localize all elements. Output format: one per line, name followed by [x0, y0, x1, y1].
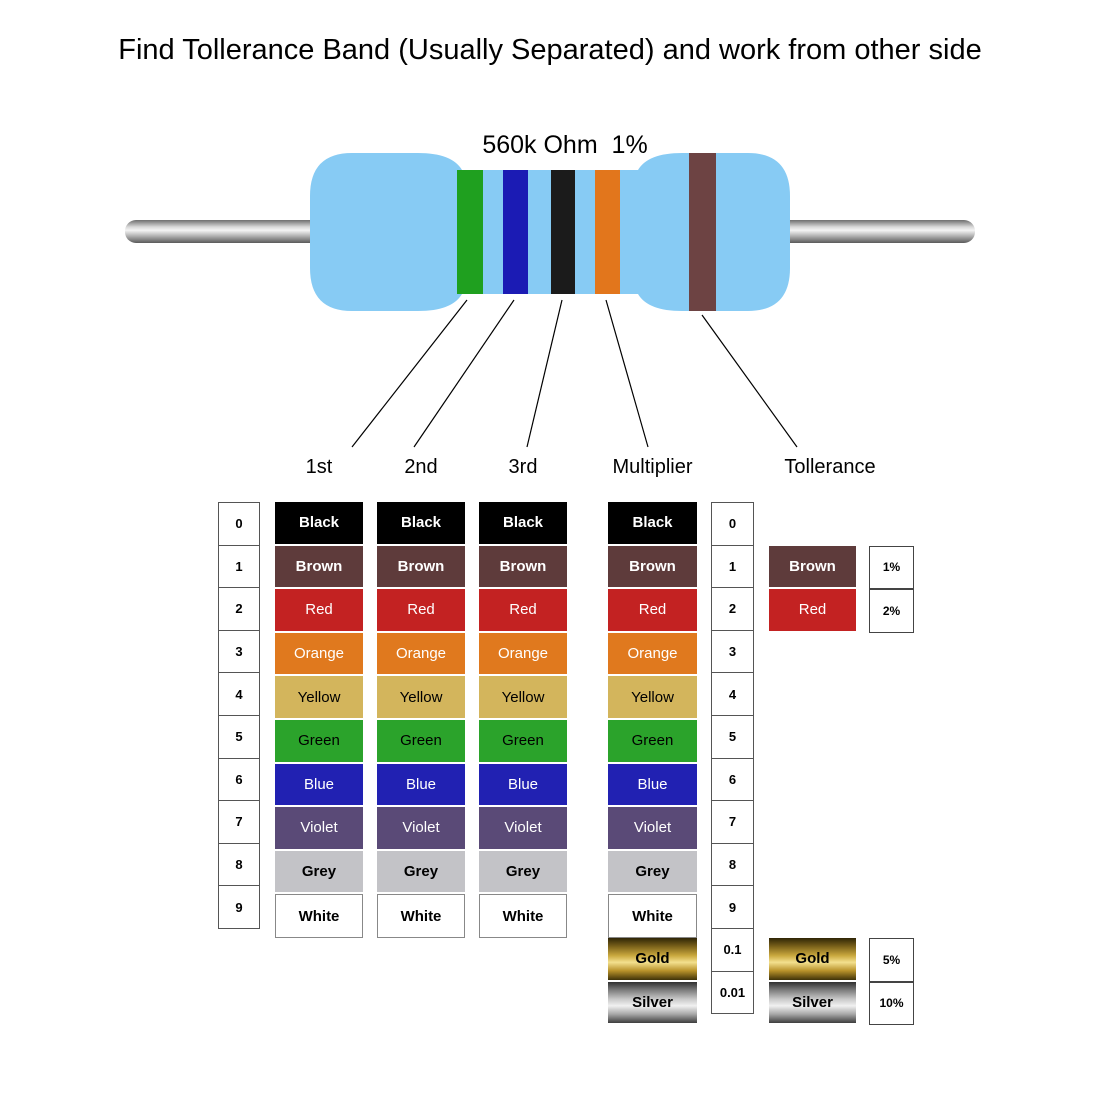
tolerance-percent: 10% [869, 982, 914, 1026]
color-cell-violet: Violet [275, 807, 363, 851]
digit-cell: 2 [218, 587, 260, 631]
color-cell-blue: Blue [377, 764, 465, 808]
color-cell-black: Black [377, 502, 465, 546]
column-3rd: BlackBrownRedOrangeYellowGreenBlueViolet… [479, 502, 567, 938]
color-cell-white: White [479, 894, 567, 938]
digit-cell: 7 [711, 800, 754, 844]
digit-cell: 3 [711, 630, 754, 674]
tolerance-percent: 1% [869, 546, 914, 590]
digit-cell: 3 [218, 630, 260, 674]
digit-cell: 6 [218, 758, 260, 802]
color-cell-blue: Blue [275, 764, 363, 808]
digit-column-left: 0123456789 [218, 502, 260, 929]
digit-cell: 5 [218, 715, 260, 759]
digit-cell: 0 [218, 502, 260, 546]
color-cell-violet: Violet [377, 807, 465, 851]
color-cell-orange: Orange [377, 633, 465, 677]
digit-cell: 2 [711, 587, 754, 631]
color-cell-green: Green [275, 720, 363, 764]
tolerance-cell-silver: Silver [769, 982, 856, 1026]
digit-cell: 1 [218, 545, 260, 589]
digit-cell: 1 [711, 545, 754, 589]
digit-cell: 8 [218, 843, 260, 887]
color-cell-orange: Orange [479, 633, 567, 677]
color-cell-yellow: Yellow [479, 676, 567, 720]
color-cell-black: Black [608, 502, 697, 546]
digit-cell: 6 [711, 758, 754, 802]
digit-cell: 8 [711, 843, 754, 887]
column-multiplier: BlackBrownRedOrangeYellowGreenBlueViolet… [608, 502, 697, 1025]
color-cell-violet: Violet [608, 807, 697, 851]
digit-cell: 9 [711, 885, 754, 929]
tolerance-percent: 2% [869, 589, 914, 633]
color-cell-yellow: Yellow [608, 676, 697, 720]
color-cell-green: Green [479, 720, 567, 764]
color-cell-red: Red [275, 589, 363, 633]
tolerance-cell-gold: Gold [769, 938, 856, 982]
color-cell-grey: Grey [608, 851, 697, 895]
digit-cell: 9 [218, 885, 260, 929]
color-cell-gold: Gold [608, 938, 697, 982]
digit-cell: 0 [711, 502, 754, 546]
digit-cell: 7 [218, 800, 260, 844]
color-cell-grey: Grey [377, 851, 465, 895]
color-cell-grey: Grey [275, 851, 363, 895]
color-cell-red: Red [479, 589, 567, 633]
color-cell-yellow: Yellow [377, 676, 465, 720]
color-cell-green: Green [608, 720, 697, 764]
color-cell-white: White [377, 894, 465, 938]
color-cell-blue: Blue [479, 764, 567, 808]
color-cell-orange: Orange [608, 633, 697, 677]
color-cell-blue: Blue [608, 764, 697, 808]
tolerance-cell-brown: Brown [769, 546, 856, 590]
color-cell-white: White [608, 894, 697, 938]
column-2nd: BlackBrownRedOrangeYellowGreenBlueViolet… [377, 502, 465, 938]
digit-cell: 4 [218, 672, 260, 716]
digit-cell: 0.1 [711, 928, 754, 972]
color-cell-orange: Orange [275, 633, 363, 677]
digit-cell: 4 [711, 672, 754, 716]
color-cell-red: Red [608, 589, 697, 633]
color-cell-violet: Violet [479, 807, 567, 851]
color-cell-brown: Brown [275, 546, 363, 590]
digit-column-right: 01234567890.10.01 [711, 502, 754, 1014]
color-cell-green: Green [377, 720, 465, 764]
color-cell-brown: Brown [608, 546, 697, 590]
color-cell-yellow: Yellow [275, 676, 363, 720]
color-cell-brown: Brown [377, 546, 465, 590]
color-cell-black: Black [275, 502, 363, 546]
digit-cell: 0.01 [711, 971, 754, 1015]
color-cell-white: White [275, 894, 363, 938]
tolerance-cell-red: Red [769, 589, 856, 633]
tolerance-percent: 5% [869, 938, 914, 982]
digit-cell: 5 [711, 715, 754, 759]
color-cell-grey: Grey [479, 851, 567, 895]
color-cell-brown: Brown [479, 546, 567, 590]
column-1st: BlackBrownRedOrangeYellowGreenBlueViolet… [275, 502, 363, 938]
color-cell-black: Black [479, 502, 567, 546]
color-cell-red: Red [377, 589, 465, 633]
color-cell-silver: Silver [608, 982, 697, 1026]
